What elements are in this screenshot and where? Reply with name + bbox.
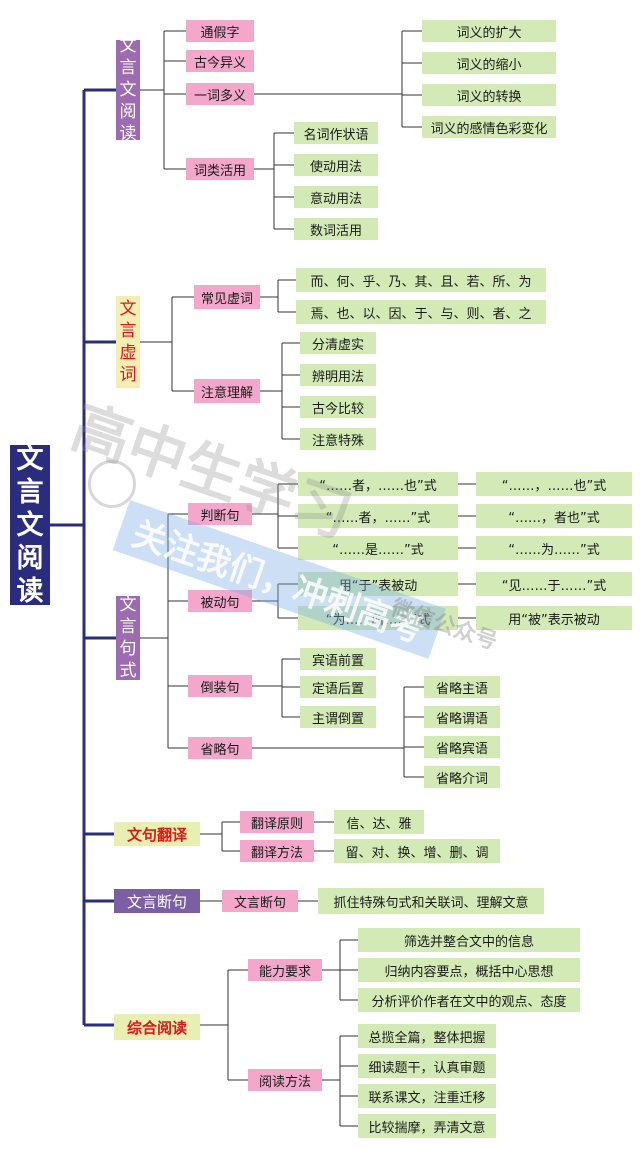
node-zhuazhu-teshu: 抓住特殊句式和关联词、理解文意 <box>318 888 544 914</box>
category-wenyan-jushi: 文言句式 <box>116 596 140 680</box>
node-yici-duoyi: 一词多义 <box>186 83 254 105</box>
node-fanyi-yuanze: 翻译原则 <box>240 811 314 833</box>
node-gujin-bijiao: 古今比较 <box>300 396 376 418</box>
node-fanyi-fangfa: 翻译方法 <box>240 840 314 862</box>
node-nl-2: 归纳内容要点，概括中心思想 <box>358 958 580 982</box>
node-changjian-xuci: 常见虚词 <box>194 285 260 309</box>
category-wenju-fanyi: 文句翻译 <box>114 822 200 846</box>
node-bd-1b: “见……于……”式 <box>476 572 632 596</box>
node-cilei-huoyong: 词类活用 <box>186 158 254 180</box>
node-yd-2: 细读题干，认真审题 <box>358 1054 496 1078</box>
node-ciyi-zhuanhuan: 词义的转换 <box>422 84 556 106</box>
node-bd-2b: 用“被”表示被动 <box>476 606 632 630</box>
node-bd-1a: 用“于”表被动 <box>298 572 458 596</box>
node-yd-4: 比较揣摩，弄清文意 <box>358 1114 496 1138</box>
node-liu-dui-huan: 留、对、换、增、删、调 <box>334 839 500 863</box>
node-zhuyi-lijie: 注意理解 <box>194 379 260 403</box>
node-xuci-row2: 焉、也、以、因、于、与、则、者、之 <box>296 300 546 324</box>
node-zhuyi-teshu: 注意特殊 <box>300 428 376 450</box>
node-wenyan-duanju: 文言断句 <box>222 890 298 912</box>
node-beidongju: 被动句 <box>188 590 252 612</box>
node-nl-1: 筛选并整合文中的信息 <box>358 928 580 952</box>
node-pd-3b: “……为……”式 <box>476 536 632 560</box>
node-shengluoju: 省略句 <box>188 737 252 759</box>
category-wenyanwen-yuedu: 文言文阅读 <box>116 40 140 140</box>
node-fenqing-xushi: 分清虚实 <box>300 332 376 354</box>
node-ciyi-ganqing: 词义的感情色彩变化 <box>422 116 556 138</box>
node-nengli-yaoqiu: 能力要求 <box>248 959 322 981</box>
node-shenglue-zhuyu: 省略主语 <box>424 676 500 698</box>
node-yuedu-fangfa: 阅读方法 <box>248 1069 322 1091</box>
node-yd-3: 联系课文，注重迁移 <box>358 1084 496 1108</box>
node-bd-2a: “为……所……”式 <box>298 606 458 630</box>
node-yd-1: 总揽全篇，整体把握 <box>358 1024 496 1048</box>
node-zhuwei-daozhi: 主谓倒置 <box>300 706 376 728</box>
node-shenglue-weiyu: 省略谓语 <box>424 706 500 728</box>
node-shenglue-binyu: 省略宾语 <box>424 736 500 758</box>
node-pd-1a: “……者，……也”式 <box>298 472 458 496</box>
node-panduanju: 判断句 <box>188 503 252 525</box>
node-xin-da-ya: 信、达、雅 <box>334 810 424 834</box>
node-tongjiazi: 通假字 <box>186 20 254 42</box>
category-wenyan-xuci: 文言虚词 <box>116 296 140 388</box>
node-ciyi-kuoda: 词义的扩大 <box>422 20 556 42</box>
category-zonghe-yuedu: 综合阅读 <box>114 1014 200 1040</box>
node-mingci-zuozhuangyu: 名词作状语 <box>294 122 378 144</box>
root-node: 文言文阅读 <box>10 445 50 605</box>
node-pd-3a: “……是……”式 <box>298 536 458 560</box>
node-ciyi-suoxiao: 词义的缩小 <box>422 52 556 74</box>
node-bianming-yongfa: 辨明用法 <box>300 364 376 386</box>
node-shuci-huoyong: 数词活用 <box>294 218 378 240</box>
node-pd-2a: “……者，……”式 <box>298 504 458 528</box>
category-wenyan-duanju: 文言断句 <box>114 889 200 913</box>
node-binyu-qianzhi: 宾语前置 <box>300 648 376 670</box>
node-xuci-row1: 而、何、乎、乃、其、且、若、所、为 <box>296 268 546 292</box>
node-shenglue-jieci: 省略介词 <box>424 766 500 788</box>
node-yidong-yongfa: 意动用法 <box>294 186 378 208</box>
node-gujin-yiyi: 古今异义 <box>186 50 254 72</box>
node-dingyu-houzhi: 定语后置 <box>300 676 376 698</box>
node-pd-2b: “……，者也”式 <box>476 504 632 528</box>
node-shidong-yongfa: 使动用法 <box>294 154 378 176</box>
node-daozhuangju: 倒装句 <box>188 675 252 697</box>
node-nl-3: 分析评价作者在文中的观点、态度 <box>358 988 580 1012</box>
node-pd-1b: “……，……也”式 <box>476 472 632 496</box>
